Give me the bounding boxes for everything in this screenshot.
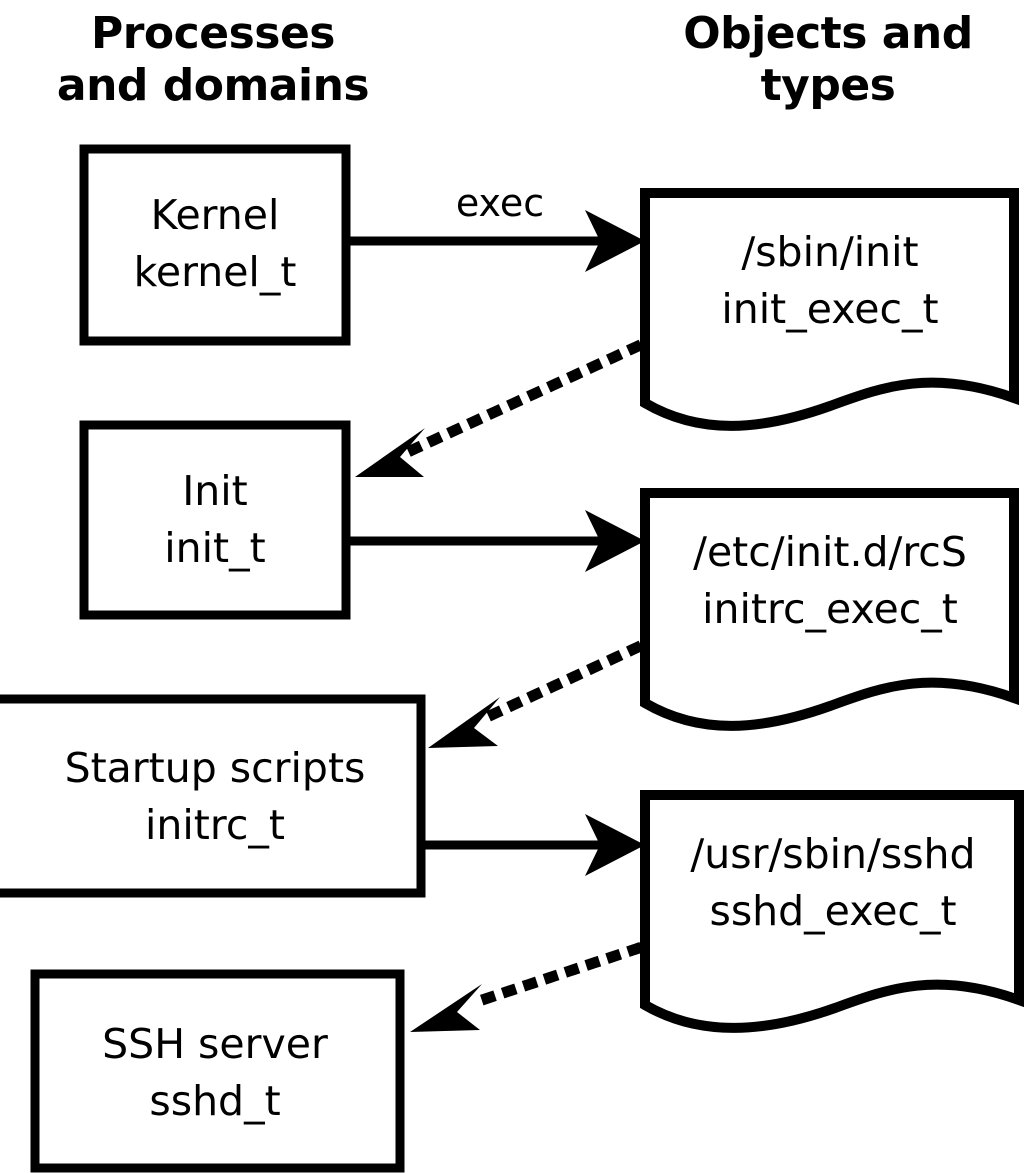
process-node-sshd[interactable]: SSH server sshd_t xyxy=(30,969,405,1173)
arrow-head-initrc-exec-to-initrc xyxy=(428,697,500,748)
edge-initrc-to-sshd-exec xyxy=(425,814,645,876)
process-node-initrc-box[interactable] xyxy=(0,694,426,898)
arrow-head-init-to-initrc-exec xyxy=(585,510,645,572)
column-header-processes-line2: and domains xyxy=(57,60,369,111)
arrow-head-kernel-exec xyxy=(585,210,645,272)
object-node-sshd-exec[interactable]: /usr/sbin/sshd sshd_exec_t xyxy=(640,790,1024,1033)
column-header-processes: Processes and domains xyxy=(57,8,370,111)
object-node-sshd-exec-doc[interactable] xyxy=(640,790,1024,1033)
column-header-objects: Objects and types xyxy=(683,8,973,111)
edge-initrc-exec-to-initrc xyxy=(428,640,644,748)
process-node-sshd-name: SSH server xyxy=(102,1020,328,1068)
object-node-init-exec-path: /sbin/init xyxy=(741,228,918,276)
edge-init-to-initrc-exec xyxy=(350,510,645,572)
arrow-head-init-exec-to-init xyxy=(355,428,425,477)
edge-line-initrc-exec-to-initrc xyxy=(477,640,644,726)
process-node-sshd-box[interactable] xyxy=(30,969,405,1173)
process-node-kernel-name: Kernel xyxy=(151,191,280,239)
edge-init-exec-to-init xyxy=(355,339,644,477)
process-node-initrc-name: Startup scripts xyxy=(65,744,366,792)
process-node-init-box[interactable] xyxy=(79,420,351,620)
arrow-head-sshd-exec-to-sshd xyxy=(410,984,482,1032)
column-header-processes-line1: Processes xyxy=(91,8,335,59)
object-node-initrc-exec-type: initrc_exec_t xyxy=(702,585,958,633)
process-node-kernel-type: kernel_t xyxy=(134,248,297,296)
column-header-objects-line2: types xyxy=(761,60,896,111)
object-node-sshd-exec-path: /usr/sbin/sshd xyxy=(690,830,975,878)
object-node-init-exec[interactable]: /sbin/init init_exec_t xyxy=(640,188,1019,431)
edge-label-exec: exec xyxy=(456,181,544,225)
arrow-head-initrc-to-sshd-exec xyxy=(585,814,645,876)
process-node-initrc-type: initrc_t xyxy=(145,801,285,849)
process-node-initrc[interactable]: Startup scripts initrc_t xyxy=(0,694,426,898)
object-node-initrc-exec[interactable]: /etc/init.d/rcS initrc_exec_t xyxy=(640,488,1019,731)
object-node-initrc-exec-path: /etc/init.d/rcS xyxy=(693,528,967,576)
object-node-init-exec-doc[interactable] xyxy=(640,188,1019,431)
process-node-sshd-type: sshd_t xyxy=(149,1077,280,1125)
column-header-objects-line1: Objects and xyxy=(683,8,972,59)
process-node-init-type: init_t xyxy=(164,524,265,572)
object-node-sshd-exec-type: sshd_exec_t xyxy=(709,887,956,935)
process-node-kernel[interactable]: Kernel kernel_t xyxy=(79,144,351,346)
object-node-init-exec-type: init_exec_t xyxy=(721,285,938,333)
process-node-kernel-box[interactable] xyxy=(79,144,351,346)
edge-kernel-exec-init-exec: exec xyxy=(350,181,645,272)
edge-line-init-exec-to-init xyxy=(402,339,644,459)
object-node-initrc-exec-doc[interactable] xyxy=(640,488,1019,731)
edge-line-sshd-exec-to-sshd xyxy=(463,942,643,1011)
process-node-init-name: Init xyxy=(182,467,248,515)
process-node-init[interactable]: Init init_t xyxy=(79,420,351,620)
edge-sshd-exec-to-sshd xyxy=(410,942,643,1032)
